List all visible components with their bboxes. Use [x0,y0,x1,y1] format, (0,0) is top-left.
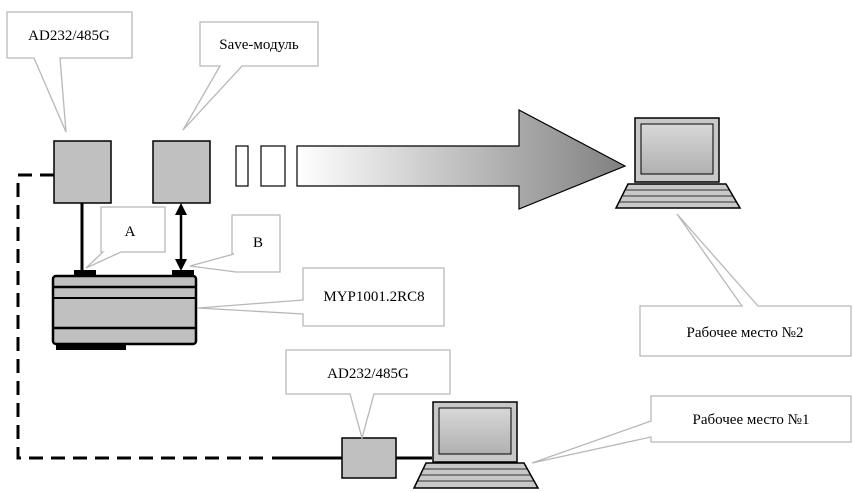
callout-workstation-2-text: Рабочее место №2 [687,325,804,341]
callout-ad232-bottom-text: AD232/485G [327,366,409,382]
controller-device [51,270,198,350]
callout-ad232-bottom: AD232/485G [285,349,451,441]
callout-point-b-text: B [253,235,263,251]
callout-point-a-text: A [125,224,136,240]
arrow-head-down [175,259,187,271]
callout-point-a: A [85,206,166,269]
arrow-block-2 [260,145,286,187]
controller-terminal-right [172,270,194,278]
controller-terminal-left [74,270,96,278]
save-module-device [152,140,211,204]
callout-controller: MYP1001.2RC8 [197,267,445,327]
laptop-workstation-1 [412,401,540,489]
laptop-1-screen [438,407,512,455]
callout-save-module-text: Save-модуль [219,37,299,53]
callout-save-module: Save-модуль [182,21,319,131]
callout-workstation-2: Рабочее место №2 [639,213,852,357]
ad232-bottom-device [341,437,397,479]
arrow-block-1 [235,145,249,187]
dashed-link [16,173,270,460]
transfer-arrow [235,109,627,210]
callout-point-b: B [189,214,281,273]
connection-lines [16,173,432,460]
arrow-body [296,109,627,210]
callout-ad232-top-text: AD232/485G [28,28,110,44]
ad232-top-device [53,140,112,204]
arrow-head-up [175,203,187,215]
controller-foot [56,343,126,350]
callout-workstation-1-text: Рабочее место №1 [693,412,810,428]
callout-workstation-1: Рабочее место №1 [531,395,852,464]
laptop-2-screen [640,123,714,175]
callout-controller-text: MYP1001.2RC8 [323,289,424,305]
callout-ad232-top: AD232/485G [6,11,133,133]
laptop-1-keyboard [412,462,540,489]
laptop-workstation-2 [614,117,742,209]
